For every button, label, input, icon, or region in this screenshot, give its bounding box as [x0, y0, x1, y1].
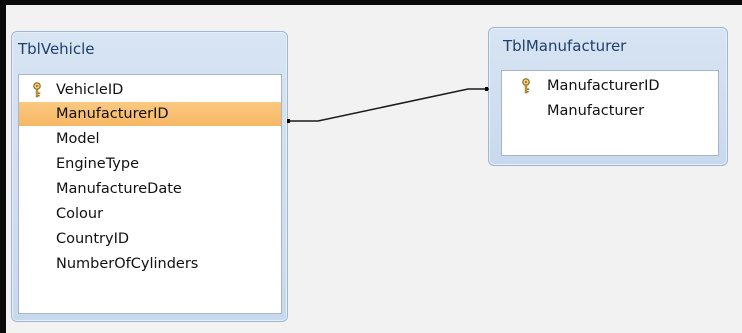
primary-key-icon [33, 82, 41, 98]
field-name: ManufacturerID [56, 106, 169, 122]
field-name: ManufactureDate [56, 181, 182, 197]
table-title-tblvehicle[interactable]: TblVehicle [18, 40, 95, 58]
field-row[interactable]: Colour [19, 202, 281, 226]
field-name: Manufacturer [547, 103, 645, 119]
field-row[interactable]: Manufacturer [502, 99, 718, 123]
table-window-tblvehicle[interactable]: TblVehicle VehicleID ManufacturerID Mode… [11, 31, 288, 322]
primary-key-icon [522, 78, 530, 94]
field-row[interactable]: ManufacturerID [502, 74, 718, 98]
field-row[interactable]: ManufactureDate [19, 177, 281, 201]
field-row[interactable]: EngineType [19, 152, 281, 176]
window-frame-top [0, 0, 742, 5]
field-name: CountryID [56, 231, 130, 247]
table-title-tblmanufacturer[interactable]: TblManufacturer [503, 37, 627, 55]
table-window-tblmanufacturer[interactable]: TblManufacturer ManufacturerID Manufactu… [488, 27, 728, 166]
field-list-tblmanufacturer[interactable]: ManufacturerID Manufacturer [501, 70, 719, 156]
field-row[interactable]: Model [19, 127, 281, 151]
window-frame-left [0, 0, 6, 333]
field-row[interactable]: NumberOfCylinders [19, 252, 281, 276]
field-name: EngineType [56, 156, 139, 172]
field-name: ManufacturerID [547, 78, 660, 94]
field-name: NumberOfCylinders [56, 256, 199, 272]
field-row-selected[interactable]: ManufacturerID [19, 102, 281, 126]
field-name: Model [56, 131, 100, 147]
field-row[interactable]: VehicleID [19, 78, 281, 102]
field-list-tblvehicle[interactable]: VehicleID ManufacturerID Model EngineTyp… [18, 74, 282, 314]
field-row[interactable]: CountryID [19, 227, 281, 251]
field-name: VehicleID [56, 82, 124, 98]
field-name: Colour [56, 206, 104, 222]
